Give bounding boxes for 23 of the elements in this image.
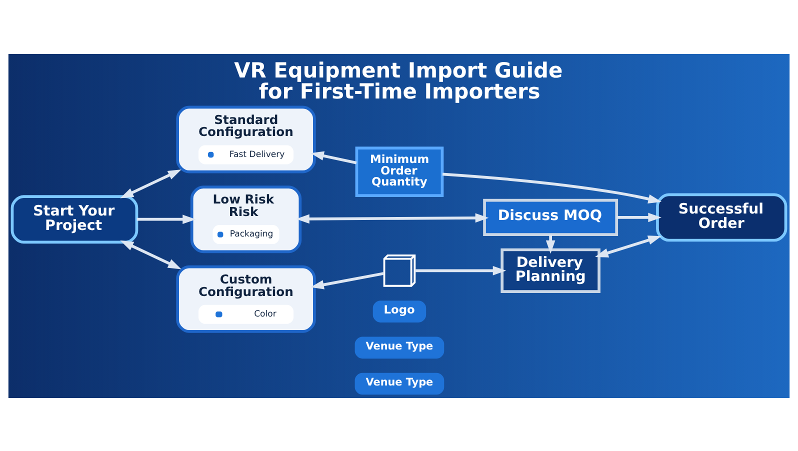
arrow [136, 214, 196, 224]
arrow [594, 235, 662, 257]
node-box: Venue Type [354, 336, 444, 358]
node-box: Start Your Project [10, 194, 138, 244]
arrow [120, 240, 182, 269]
arrow [546, 234, 556, 254]
arrow [120, 168, 182, 198]
node-box: Successful Order [656, 192, 788, 242]
node-box: Custom Configuration Color [176, 264, 316, 332]
node-box: Venue Type [354, 372, 444, 394]
node-box: Discuss MOQ [483, 198, 618, 236]
arrow [310, 271, 384, 289]
arrow [310, 150, 357, 164]
node-box: Logo [372, 300, 426, 322]
node-box: Delivery Planning [500, 248, 600, 292]
node-box: Low Risk Risk Packaging [190, 185, 302, 253]
node-box: Standard Configuration Fast Delivery [176, 105, 316, 173]
arrow [414, 266, 506, 275]
diagram-title: VR Equipment Import Guide for First-Time Importers [234, 58, 563, 103]
arrow [296, 212, 489, 224]
arrow [616, 212, 662, 222]
node-box: Minimum Order Quantity [355, 146, 444, 197]
arrow [442, 172, 662, 204]
